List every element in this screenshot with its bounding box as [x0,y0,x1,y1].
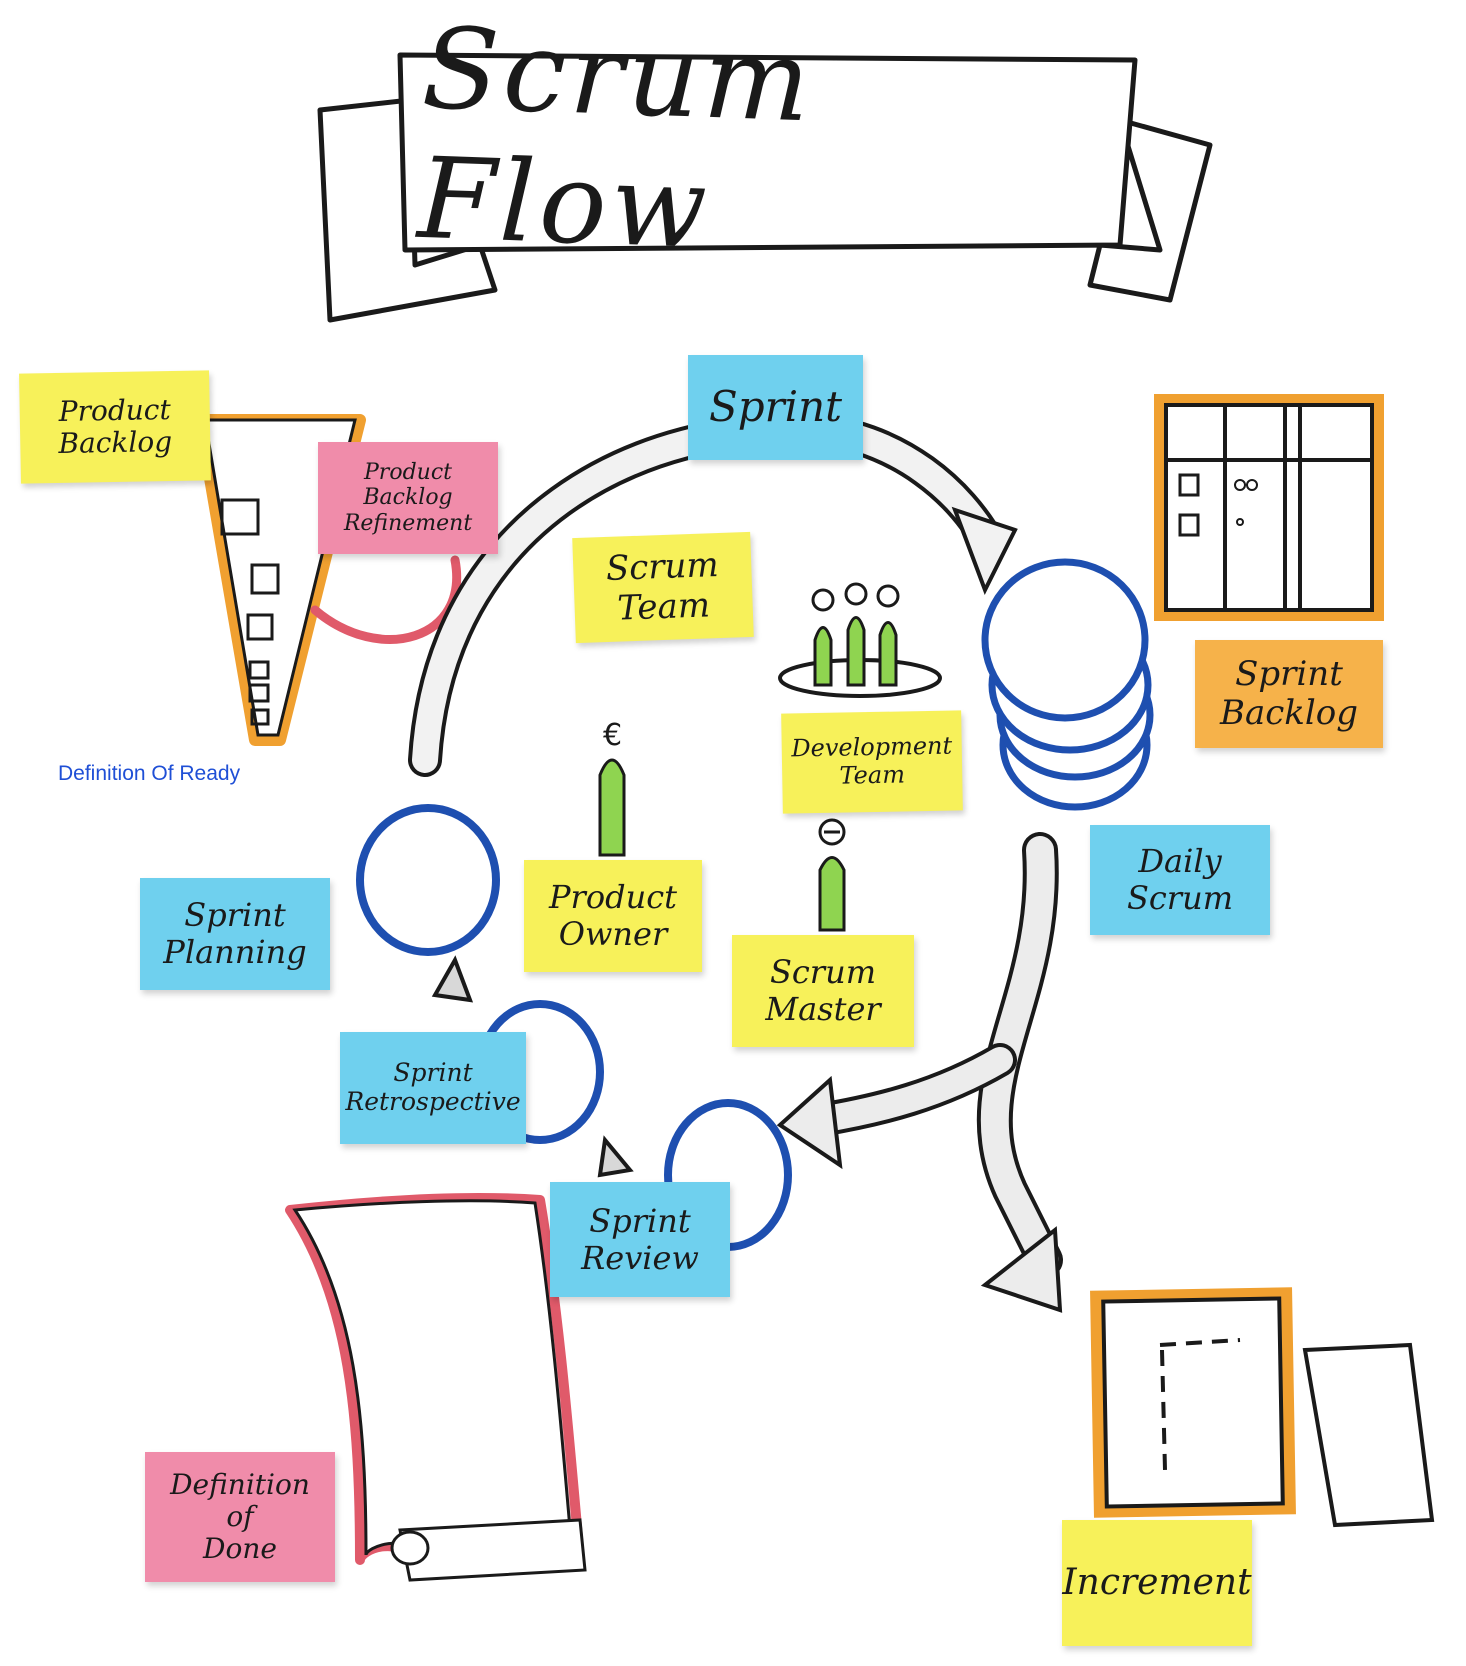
increment-branch-arrow [776,832,1063,1313]
review-to-retro-arrow [597,1135,634,1178]
development-team-note: Development Team [781,710,963,814]
sprint-review-note: Sprint Review [550,1182,730,1297]
sprint-planning-circle [356,804,500,956]
retro-to-planning-arrow [431,955,474,1003]
page-title: Scrum Flow [415,3,816,274]
definition-of-done-scroll [285,1193,587,1582]
sprint-note: Sprint [688,355,863,460]
refinement-loop-arrow [310,555,462,644]
increment-frames [1090,1287,1435,1528]
daily-scrum-circles [981,558,1154,811]
product-backlog-refinement-note: Product Backlog Refinement [318,442,498,554]
scrum-team-note: Scrum Team [572,531,754,644]
product-owner-note: Product Owner [524,860,702,972]
title-banner [317,52,1213,323]
product-owner-figure: € [598,718,626,857]
definition-of-ready-label: Definition Of Ready [58,762,241,785]
scrum-master-figure [818,818,846,932]
sprint-backlog-note: Sprint Backlog [1195,640,1383,748]
sprint-retrospective-note: Sprint Retrospective [340,1032,526,1144]
svg-text:€: € [603,718,622,753]
sprint-backlog-board [1154,394,1384,621]
daily-scrum-note: Daily Scrum [1090,825,1270,935]
definition-of-done-note: Definition of Done [145,1452,335,1582]
increment-note: Increment [1062,1520,1252,1646]
sprint-planning-note: Sprint Planning [140,878,330,990]
development-team-figures [778,582,942,698]
scrum-master-note: Scrum Master [732,935,914,1047]
product-backlog-note: Product Backlog [19,370,211,484]
